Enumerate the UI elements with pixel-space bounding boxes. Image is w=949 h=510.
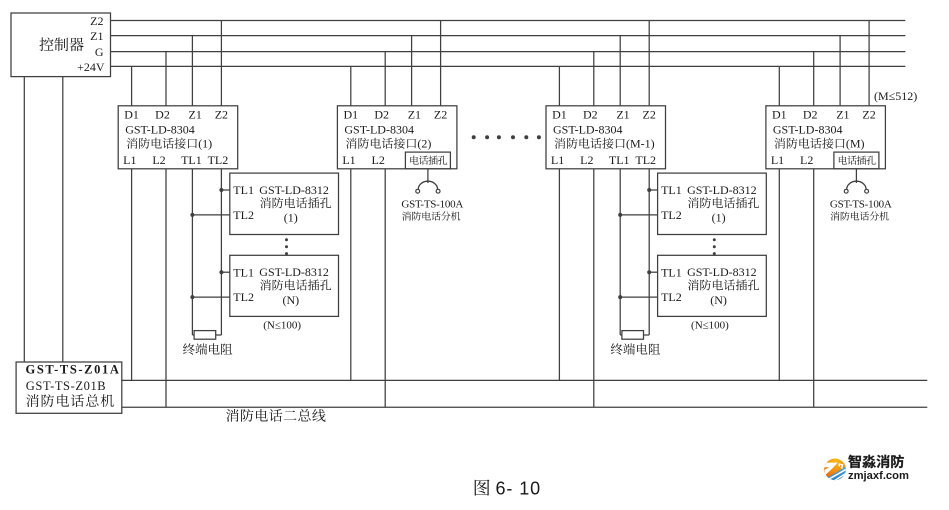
svg-text:Z1: Z1 (189, 107, 202, 121)
svg-text:GST-LD-8312: GST-LD-8312 (259, 265, 329, 279)
svg-text:Z1: Z1 (90, 29, 103, 43)
svg-text:D1: D1 (772, 107, 787, 121)
svg-text:(M≤512): (M≤512) (874, 89, 917, 103)
svg-text:Z2: Z2 (215, 107, 228, 121)
svg-text:Z2: Z2 (434, 107, 447, 121)
svg-text:GST-TS-Z01B: GST-TS-Z01B (26, 379, 106, 393)
svg-text:GST-LD-8304: GST-LD-8304 (553, 123, 623, 137)
svg-text:GST-LD-8304: GST-LD-8304 (125, 123, 195, 137)
svg-text:GST-LD-8312: GST-LD-8312 (259, 183, 329, 197)
svg-text:L1: L1 (123, 153, 136, 167)
svg-text:L1: L1 (342, 153, 355, 167)
svg-text:TL2: TL2 (635, 153, 656, 167)
svg-text:(M-1): (M-1) (626, 137, 655, 151)
svg-text:(M): (M) (846, 137, 865, 151)
svg-text:(N≤100): (N≤100) (691, 320, 729, 332)
svg-text:D2: D2 (803, 107, 818, 121)
svg-text:L2: L2 (372, 153, 385, 167)
svg-text:TL2: TL2 (233, 208, 254, 222)
svg-text:D1: D1 (552, 107, 567, 121)
svg-text:Z2: Z2 (643, 107, 656, 121)
svg-text:(1): (1) (712, 211, 726, 225)
svg-text:(1): (1) (198, 137, 212, 151)
svg-text:TL1: TL1 (609, 153, 630, 167)
svg-text:L2: L2 (800, 153, 813, 167)
svg-text:TL2: TL2 (661, 290, 682, 304)
svg-text:GST-LD-8312: GST-LD-8312 (687, 183, 757, 197)
svg-text:L1: L1 (551, 153, 564, 167)
svg-text:TL2: TL2 (208, 153, 229, 167)
svg-text:D2: D2 (374, 107, 389, 121)
svg-text:Z1: Z1 (408, 107, 421, 121)
svg-text:TL1: TL1 (661, 265, 682, 279)
svg-text:(N): (N) (282, 293, 299, 307)
svg-text:GST-LD-8312: GST-LD-8312 (687, 265, 757, 279)
svg-text:G: G (95, 45, 104, 59)
svg-text:TL2: TL2 (661, 208, 682, 222)
svg-text:TL1: TL1 (233, 265, 254, 279)
svg-text:zmjaxf.com: zmjaxf.com (848, 470, 909, 482)
svg-text:(1): (1) (284, 211, 298, 225)
svg-text:Z1: Z1 (616, 107, 629, 121)
svg-text:GST-TS-100A: GST-TS-100A (830, 199, 892, 211)
svg-text:GST-TS-Z01A: GST-TS-Z01A (26, 363, 121, 377)
svg-text:TL1: TL1 (181, 153, 202, 167)
svg-text:D2: D2 (155, 107, 170, 121)
svg-text:+24V: +24V (77, 60, 105, 74)
svg-text:L1: L1 (771, 153, 784, 167)
svg-text:TL2: TL2 (233, 290, 254, 304)
svg-text:Z2: Z2 (862, 107, 875, 121)
svg-text:TL1: TL1 (233, 183, 254, 197)
svg-text:(2): (2) (417, 137, 431, 151)
svg-text:GST-TS-100A: GST-TS-100A (401, 199, 463, 211)
svg-text:(N): (N) (710, 293, 727, 307)
svg-text:D1: D1 (124, 107, 139, 121)
svg-text:L2: L2 (152, 153, 165, 167)
svg-text:D2: D2 (583, 107, 598, 121)
svg-text:(N≤100): (N≤100) (263, 320, 301, 332)
svg-text:GST-LD-8304: GST-LD-8304 (344, 123, 414, 137)
svg-text:Z1: Z1 (836, 107, 849, 121)
svg-text:D1: D1 (343, 107, 358, 121)
svg-text:GST-LD-8304: GST-LD-8304 (773, 123, 843, 137)
svg-text:TL1: TL1 (661, 183, 682, 197)
svg-text:L2: L2 (580, 153, 593, 167)
svg-text:6- 10: 6- 10 (496, 478, 542, 498)
svg-text:Z2: Z2 (90, 14, 103, 28)
